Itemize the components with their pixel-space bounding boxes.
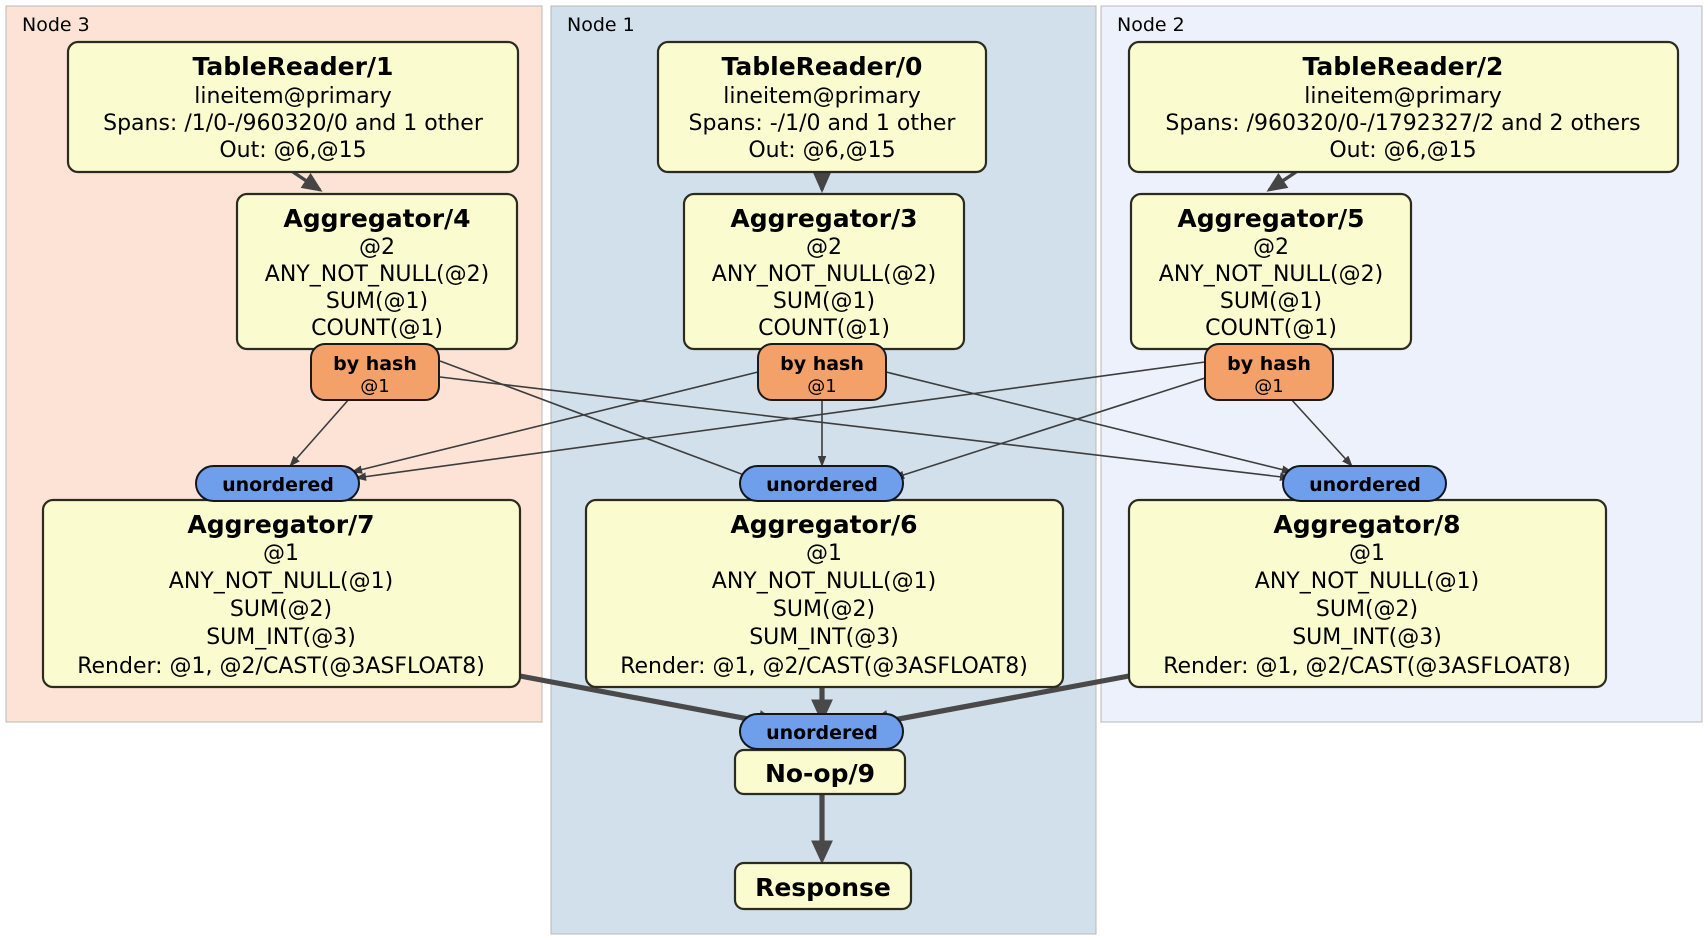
byhash-4-label: by hash bbox=[333, 353, 417, 375]
edge-aggregator8-to-unordered9 bbox=[864, 673, 1130, 732]
unordered-9-label: unordered bbox=[766, 722, 878, 744]
processor-aggregator4[interactable]: Aggregator/4 @2 ANY_NOT_NULL(@2) SUM(@1)… bbox=[235, 192, 519, 351]
edge-byhash4-to-unordered7 bbox=[289, 397, 351, 467]
aggregator7-line-3: SUM(@2) bbox=[230, 597, 332, 622]
aggregator7-line-4: SUM_INT(@3) bbox=[206, 625, 356, 650]
aggregator4-title: Aggregator/4 bbox=[283, 204, 470, 233]
response-title: Response bbox=[755, 873, 891, 902]
byhash-3-sub: @1 bbox=[807, 376, 836, 397]
edge-byhash5-to-unordered7 bbox=[354, 361, 1206, 481]
processor-response[interactable]: Response bbox=[733, 861, 913, 911]
aggregator3-line-3: SUM(@1) bbox=[773, 289, 875, 314]
edge-aggregator7-to-unordered9 bbox=[519, 673, 783, 732]
aggregator7-line-1: @1 bbox=[263, 541, 299, 566]
tablereader0-line-1: lineitem@primary bbox=[723, 84, 921, 109]
processor-tablereader0[interactable]: TableReader/0 lineitem@primary Spans: -/… bbox=[656, 40, 988, 174]
aggregator5-title: Aggregator/5 bbox=[1177, 204, 1364, 233]
cluster-node3-label: Node 3 bbox=[22, 14, 90, 36]
synchronizer-unordered-8[interactable]: unordered bbox=[1282, 465, 1447, 502]
aggregator4-line-3: SUM(@1) bbox=[326, 289, 428, 314]
aggregator8-line-1: @1 bbox=[1349, 541, 1385, 566]
aggregator7-line-5: Render: @1, @2/CAST(@3ASFLOAT8) bbox=[77, 654, 485, 679]
aggregator7-title: Aggregator/7 bbox=[187, 510, 374, 539]
byhash-5-sub: @1 bbox=[1254, 376, 1283, 397]
tablereader2-line-1: lineitem@primary bbox=[1304, 84, 1502, 109]
edge-byhash3-to-unordered8 bbox=[885, 371, 1294, 474]
tablereader2-title: TableReader/2 bbox=[1303, 52, 1504, 81]
aggregator8-title: Aggregator/8 bbox=[1273, 510, 1460, 539]
edge-byhash5-to-unordered8 bbox=[1289, 397, 1353, 467]
unordered-8-label: unordered bbox=[1309, 474, 1421, 496]
synchronizer-unordered-7[interactable]: unordered bbox=[195, 465, 360, 502]
tablereader2-line-3: Out: @6,@15 bbox=[1329, 138, 1476, 163]
aggregator6-title: Aggregator/6 bbox=[730, 510, 917, 539]
edge-layer bbox=[289, 170, 1353, 865]
edge-byhash5-to-unordered6 bbox=[892, 377, 1206, 479]
processor-tablereader1[interactable]: TableReader/1 lineitem@primary Spans: /1… bbox=[66, 40, 520, 174]
aggregator3-line-4: COUNT(@1) bbox=[758, 316, 890, 341]
tablereader1-line-2: Spans: /1/0-/960320/0 and 1 other bbox=[103, 111, 484, 136]
synchronizer-layer: unordered unordered unordered unordered bbox=[195, 465, 1447, 750]
aggregator5-line-1: @2 bbox=[1253, 235, 1289, 260]
tablereader1-line-1: lineitem@primary bbox=[194, 84, 392, 109]
aggregator5-line-2: ANY_NOT_NULL(@2) bbox=[1159, 262, 1383, 287]
noop9-title: No-op/9 bbox=[765, 759, 875, 788]
byhash-4-sub: @1 bbox=[360, 376, 389, 397]
byhash-3-label: by hash bbox=[780, 353, 864, 375]
aggregator8-line-3: SUM(@2) bbox=[1316, 597, 1418, 622]
aggregator6-line-2: ANY_NOT_NULL(@1) bbox=[712, 569, 936, 594]
aggregator6-line-1: @1 bbox=[806, 541, 842, 566]
aggregator7-line-2: ANY_NOT_NULL(@1) bbox=[169, 569, 393, 594]
cluster-node1-label: Node 1 bbox=[567, 14, 635, 36]
aggregator5-line-3: SUM(@1) bbox=[1220, 289, 1322, 314]
router-layer: by hash @1 by hash @1 by hash @1 bbox=[310, 343, 1334, 401]
unordered-6-label: unordered bbox=[766, 474, 878, 496]
synchronizer-unordered-6[interactable]: unordered bbox=[739, 465, 904, 502]
synchronizer-unordered-9[interactable]: unordered bbox=[739, 713, 904, 750]
edge-tablereader2-to-aggregator5 bbox=[1266, 170, 1297, 192]
aggregator8-line-5: Render: @1, @2/CAST(@3ASFLOAT8) bbox=[1163, 654, 1571, 679]
aggregator4-line-4: COUNT(@1) bbox=[311, 316, 443, 341]
edge-tablereader1-to-aggregator4 bbox=[292, 170, 323, 192]
processor-layer: TableReader/1 lineitem@primary Spans: /1… bbox=[41, 40, 1680, 911]
processor-aggregator7[interactable]: Aggregator/7 @1 ANY_NOT_NULL(@1) SUM(@2)… bbox=[41, 498, 522, 689]
unordered-7-label: unordered bbox=[222, 474, 334, 496]
processor-noop9[interactable]: No-op/9 bbox=[733, 748, 907, 796]
aggregator4-line-1: @2 bbox=[359, 235, 395, 260]
processor-aggregator6[interactable]: Aggregator/6 @1 ANY_NOT_NULL(@1) SUM(@2)… bbox=[584, 498, 1065, 689]
aggregator4-line-2: ANY_NOT_NULL(@2) bbox=[265, 262, 489, 287]
aggregator3-line-1: @2 bbox=[806, 235, 842, 260]
aggregator6-line-4: SUM_INT(@3) bbox=[749, 625, 899, 650]
aggregator3-title: Aggregator/3 bbox=[730, 204, 917, 233]
processor-aggregator8[interactable]: Aggregator/8 @1 ANY_NOT_NULL(@1) SUM(@2)… bbox=[1127, 498, 1608, 689]
tablereader0-line-3: Out: @6,@15 bbox=[748, 138, 895, 163]
edge-byhash4-to-unordered8 bbox=[439, 376, 1292, 482]
tablereader2-line-2: Spans: /960320/0-/1792327/2 and 2 others bbox=[1165, 111, 1640, 136]
tablereader1-line-3: Out: @6,@15 bbox=[219, 138, 366, 163]
byhash-5-label: by hash bbox=[1227, 353, 1311, 375]
hash-router-byhash-5[interactable]: by hash @1 bbox=[1204, 343, 1334, 401]
hash-router-byhash-4[interactable]: by hash @1 bbox=[310, 343, 440, 401]
aggregator8-line-4: SUM_INT(@3) bbox=[1292, 625, 1442, 650]
tablereader0-line-2: Spans: -/1/0 and 1 other bbox=[689, 111, 957, 136]
cluster-node2-label: Node 2 bbox=[1117, 14, 1185, 36]
aggregator6-line-5: Render: @1, @2/CAST(@3ASFLOAT8) bbox=[620, 654, 1028, 679]
hash-router-byhash-3[interactable]: by hash @1 bbox=[757, 343, 887, 401]
processor-tablereader2[interactable]: TableReader/2 lineitem@primary Spans: /9… bbox=[1127, 40, 1680, 174]
aggregator3-line-2: ANY_NOT_NULL(@2) bbox=[712, 262, 936, 287]
tablereader1-title: TableReader/1 bbox=[193, 52, 394, 81]
aggregator5-line-4: COUNT(@1) bbox=[1205, 316, 1337, 341]
aggregator6-line-3: SUM(@2) bbox=[773, 597, 875, 622]
edge-byhash3-to-unordered7 bbox=[350, 371, 759, 474]
tablereader0-title: TableReader/0 bbox=[722, 52, 923, 81]
processor-aggregator5[interactable]: Aggregator/5 @2 ANY_NOT_NULL(@2) SUM(@1)… bbox=[1129, 192, 1413, 351]
aggregator8-line-2: ANY_NOT_NULL(@1) bbox=[1255, 569, 1479, 594]
edge-byhash4-to-unordered6 bbox=[439, 360, 754, 479]
processor-aggregator3[interactable]: Aggregator/3 @2 ANY_NOT_NULL(@2) SUM(@1)… bbox=[682, 192, 966, 351]
